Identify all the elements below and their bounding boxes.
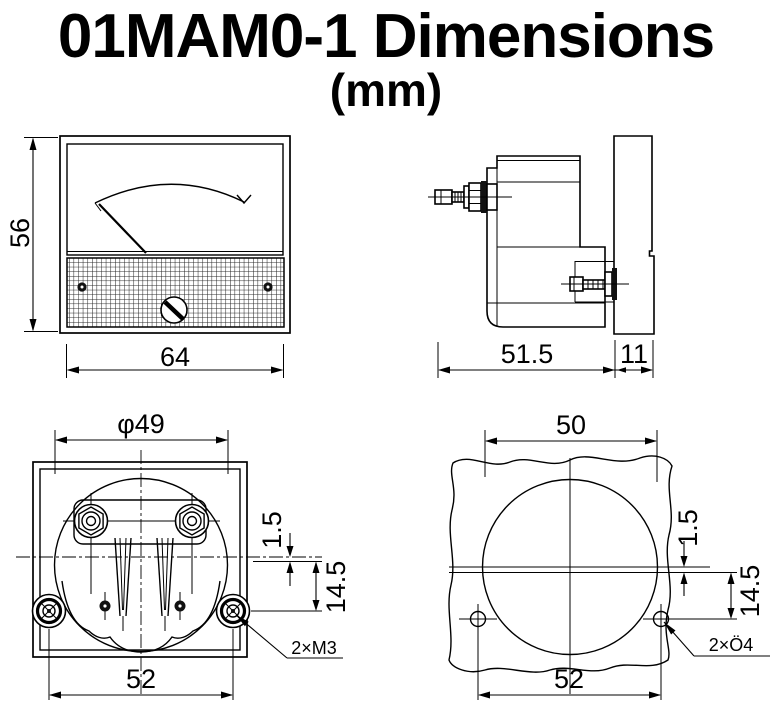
hole-diameter-label: 2×Ö4: [709, 635, 754, 655]
dim-text-1-5: 1.5: [673, 509, 703, 547]
mounting-stud-side: [561, 268, 629, 300]
dim-text-1-5: 1.5: [257, 511, 287, 549]
dim-text-phi49: φ49: [117, 409, 165, 439]
dial-window: [66, 143, 284, 256]
rear-frame-outer: [32, 461, 248, 658]
dim-hole-offset-14-5: 14.5: [670, 565, 765, 620]
dim-text-52: 52: [554, 664, 584, 694]
front-view: 56 64: [5, 135, 291, 378]
dim-text-64: 64: [160, 342, 190, 372]
label-2xM3: 2×M3: [235, 614, 343, 659]
panel-break-outline: [448, 455, 673, 673]
title-block: 01MAM0-1 Dimensions (mm): [58, 2, 715, 116]
rear-view: φ49 1.5 14.5 52: [16, 409, 351, 700]
dim-text-56: 56: [5, 218, 35, 248]
dim-offset-1-5-panel: 1.5: [673, 509, 703, 596]
dim-height-56: 56: [5, 137, 58, 332]
dim-text-52: 52: [126, 664, 156, 694]
dim-width-64: 64: [66, 342, 284, 378]
thread-label: 2×M3: [291, 638, 337, 658]
dim-depth: 51.5 11: [437, 339, 654, 378]
scale-end-tick: [236, 194, 252, 205]
terminal-post-left: [73, 503, 109, 539]
unit-label: (mm): [330, 64, 442, 116]
dim-text-14-5: 14.5: [321, 561, 351, 614]
meter-needle: [98, 203, 147, 254]
side-view: 51.5 11: [428, 135, 655, 378]
dim-cutout-50: 50: [484, 410, 658, 482]
terminal-stud: [428, 181, 512, 213]
mounting-stud-left: [31, 593, 67, 629]
dim-text-14-5: 14.5: [735, 565, 765, 618]
dim-text-11: 11: [620, 339, 648, 369]
dim-stud-offset-14-5: 14.5: [251, 561, 351, 614]
dim-text-50: 50: [556, 410, 586, 440]
panel-cutout-view: 50 1.5 14.5 52: [448, 410, 770, 700]
dim-stud-spacing-52: 52: [48, 629, 234, 700]
terminal-post-right: [174, 503, 210, 539]
meter-bezel-outline: [59, 135, 291, 334]
dial-scale-arc: [94, 183, 245, 204]
magnet-prongs: [114, 537, 174, 631]
label-2xO4: 2×Ö4: [663, 621, 770, 657]
dim-phi49: φ49: [54, 409, 229, 474]
dim-text-51-5: 51.5: [501, 339, 554, 369]
rear-frame-inner: [39, 468, 241, 651]
dim-offset-1-5: 1.5: [253, 511, 322, 586]
mounting-hole-left: [459, 604, 497, 634]
dim-hole-spacing-52: 52: [477, 630, 662, 700]
bezel-flange: [613, 135, 655, 335]
page-title: 01MAM0-1 Dimensions: [58, 2, 714, 71]
